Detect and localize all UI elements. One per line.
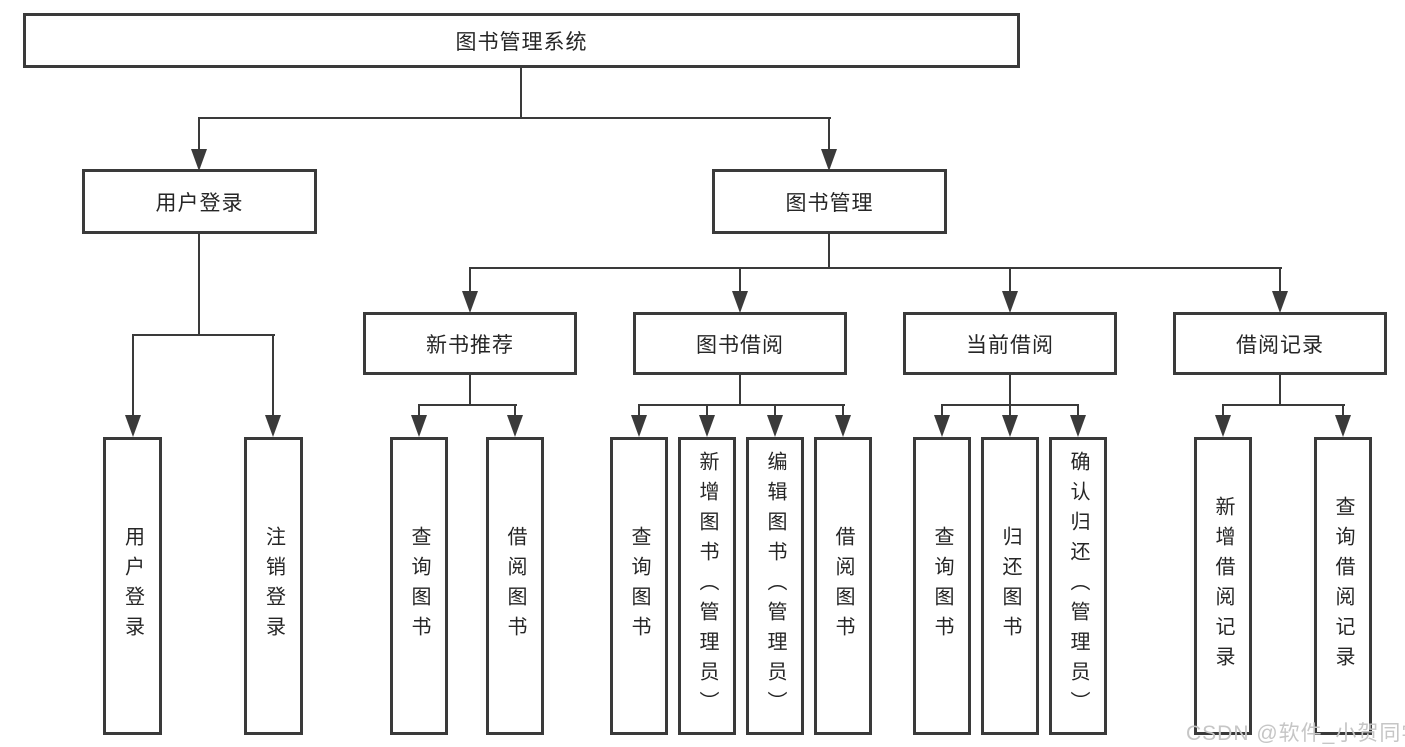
arrow-down-icon	[631, 415, 647, 437]
connector-line	[1009, 375, 1011, 405]
leaf-logout: 注销登录	[244, 437, 303, 735]
arrow-down-icon	[1272, 291, 1288, 313]
arrow-down-icon	[1002, 415, 1018, 437]
connector-line	[941, 404, 943, 418]
connector-line	[638, 404, 845, 406]
connector-line	[1222, 404, 1345, 406]
connector-line	[469, 375, 471, 405]
arrow-down-icon	[411, 415, 427, 437]
leaf-edit-book-admin: 编辑图书（管理员）	[746, 437, 804, 735]
connector-line	[706, 404, 708, 418]
leaf-add-borrow-record: 新增借阅记录	[1194, 437, 1252, 735]
connector-line	[1279, 375, 1281, 405]
node-book-management: 图书管理	[712, 169, 947, 234]
arrow-down-icon	[1335, 415, 1351, 437]
connector-line	[739, 267, 741, 293]
leaf-borrow-books-recommend: 借阅图书	[486, 437, 544, 735]
connector-line	[774, 404, 776, 418]
node-library-system: 图书管理系统	[23, 13, 1020, 68]
leaf-query-books-borrow: 查询图书	[610, 437, 668, 735]
connector-line	[1077, 404, 1079, 418]
connector-line	[198, 117, 831, 119]
leaf-return-book: 归还图书	[981, 437, 1039, 735]
leaf-add-book-admin: 新增图书（管理员）	[678, 437, 736, 735]
leaf-query-books-current: 查询图书	[913, 437, 971, 735]
connector-line	[198, 117, 200, 153]
connector-line	[418, 404, 517, 406]
connector-line	[739, 375, 741, 405]
leaf-query-books-recommend: 查询图书	[390, 437, 448, 735]
leaf-borrow-books: 借阅图书	[814, 437, 872, 735]
arrow-down-icon	[767, 415, 783, 437]
arrow-down-icon	[1002, 291, 1018, 313]
leaf-query-borrow-record: 查询借阅记录	[1314, 437, 1372, 735]
connector-line	[1009, 404, 1011, 418]
arrow-down-icon	[265, 415, 281, 437]
connector-line	[1279, 267, 1281, 293]
leaf-user-login: 用户登录	[103, 437, 162, 735]
connector-line	[842, 404, 844, 418]
connector-line	[638, 404, 640, 418]
arrow-down-icon	[732, 291, 748, 313]
connector-line	[1009, 267, 1011, 293]
connector-line	[469, 267, 471, 293]
connector-line	[1222, 404, 1224, 418]
connector-line	[1342, 404, 1344, 418]
arrow-down-icon	[462, 291, 478, 313]
arrow-down-icon	[125, 415, 141, 437]
arrow-down-icon	[191, 149, 207, 171]
arrow-down-icon	[507, 415, 523, 437]
node-user-login-group: 用户登录	[82, 169, 317, 234]
arrow-down-icon	[1070, 415, 1086, 437]
node-book-borrowing: 图书借阅	[633, 312, 847, 375]
connector-line	[132, 334, 275, 336]
arrow-down-icon	[835, 415, 851, 437]
arrow-down-icon	[699, 415, 715, 437]
node-borrowing-records: 借阅记录	[1173, 312, 1387, 375]
node-new-book-recommend: 新书推荐	[363, 312, 577, 375]
node-current-borrowing: 当前借阅	[903, 312, 1117, 375]
connector-line	[272, 334, 274, 416]
connector-line	[828, 117, 830, 153]
connector-line	[520, 68, 522, 118]
connector-line	[132, 334, 134, 416]
connector-line	[514, 404, 516, 418]
arrow-down-icon	[821, 149, 837, 171]
connector-line	[198, 234, 200, 335]
arrow-down-icon	[934, 415, 950, 437]
connector-line	[469, 267, 1282, 269]
arrow-down-icon	[1215, 415, 1231, 437]
connector-line	[418, 404, 420, 418]
leaf-confirm-return-admin: 确认归还（管理员）	[1049, 437, 1107, 735]
connector-line	[828, 234, 830, 268]
watermark: CSDN @软件_小贺同学	[1186, 722, 1405, 745]
